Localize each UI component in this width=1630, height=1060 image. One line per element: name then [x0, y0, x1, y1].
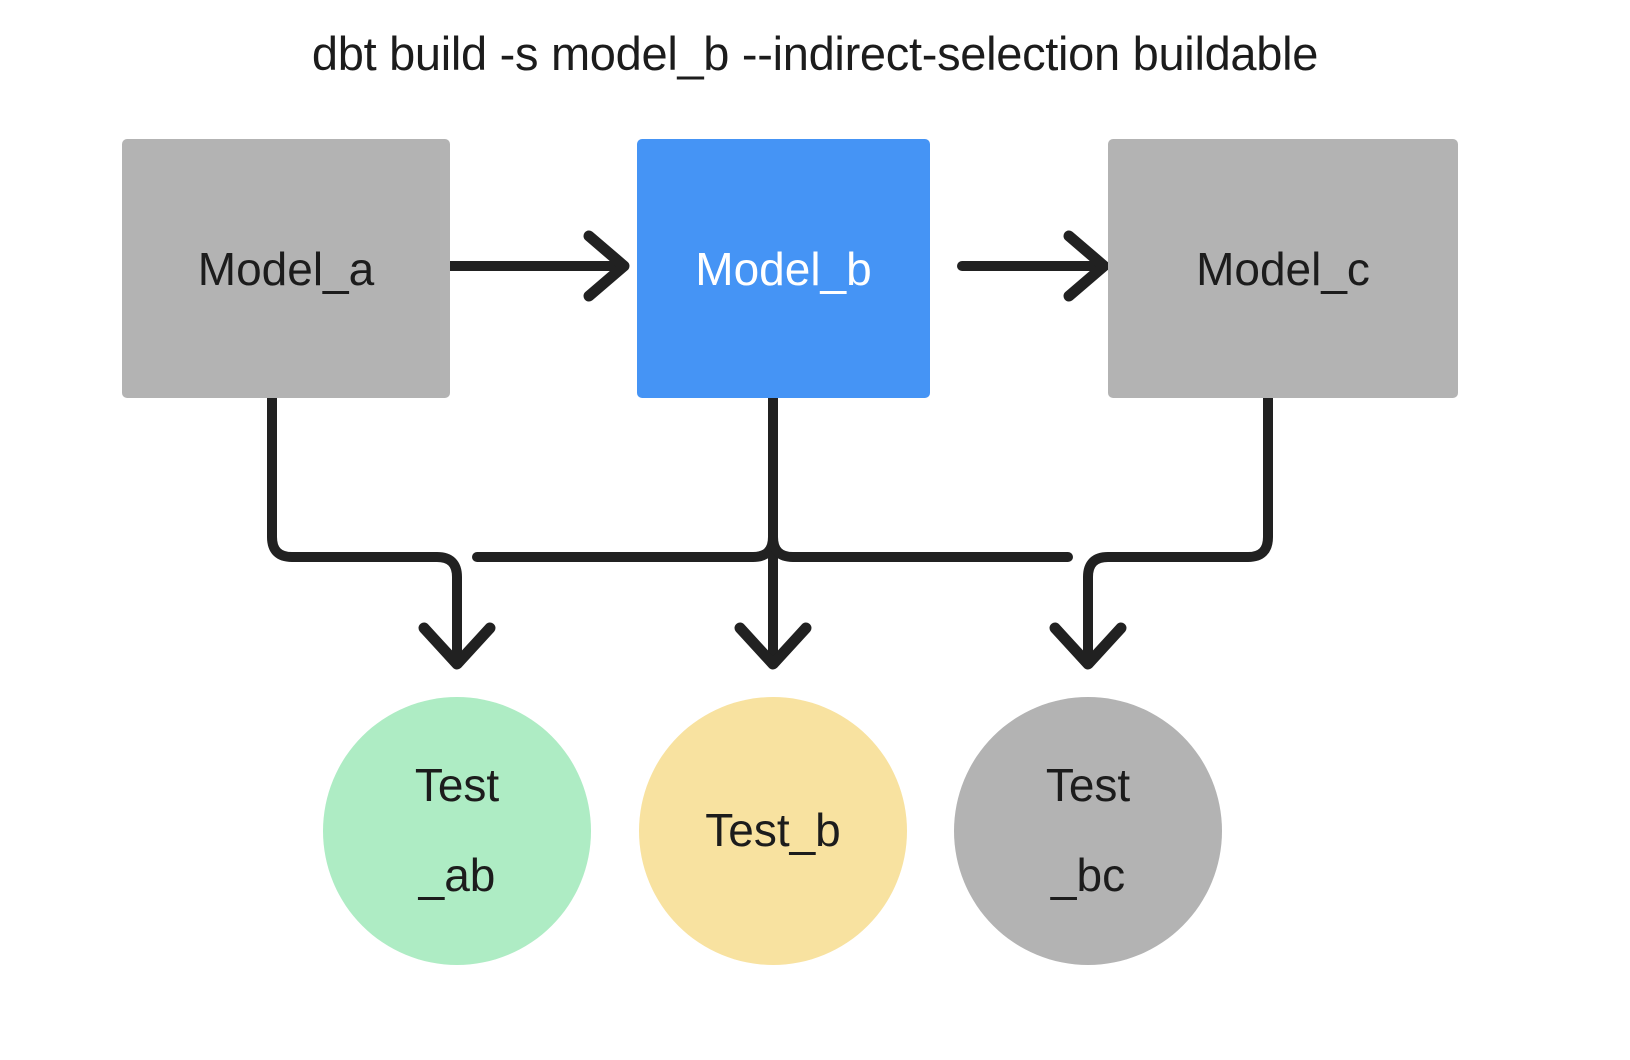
node-model-b-label: Model_b	[695, 242, 872, 295]
edge-model-b-to-test-b	[734, 393, 812, 670]
edge-model-b-to-model-c	[957, 230, 1110, 302]
node-model-a-label: Model_a	[197, 242, 375, 295]
node-model-a[interactable]: Model_a	[122, 139, 450, 398]
node-test-bc[interactable]: Test _bc	[954, 697, 1222, 965]
node-test-b-label: Test_b	[705, 804, 841, 857]
edge-model-b-to-test-ab	[472, 393, 778, 562]
edge-model-b-to-test-bc	[768, 393, 1073, 562]
node-model-c[interactable]: Model_c	[1108, 139, 1458, 398]
edge-model-c-to-test-bc	[1049, 393, 1273, 670]
edge-model-a-to-test-ab	[267, 393, 496, 670]
edge-model-a-to-model-b	[445, 230, 630, 302]
node-test-b[interactable]: Test_b	[639, 697, 907, 965]
node-model-c-label: Model_c	[1196, 242, 1370, 295]
node-test-ab[interactable]: Test _ab	[323, 697, 591, 965]
node-test-bc-label: Test _bc	[1045, 759, 1131, 901]
node-test-ab-label: Test _ab	[414, 759, 500, 901]
node-model-b[interactable]: Model_b	[637, 139, 930, 398]
diagram-title: dbt build -s model_b --indirect-selectio…	[311, 27, 1319, 80]
